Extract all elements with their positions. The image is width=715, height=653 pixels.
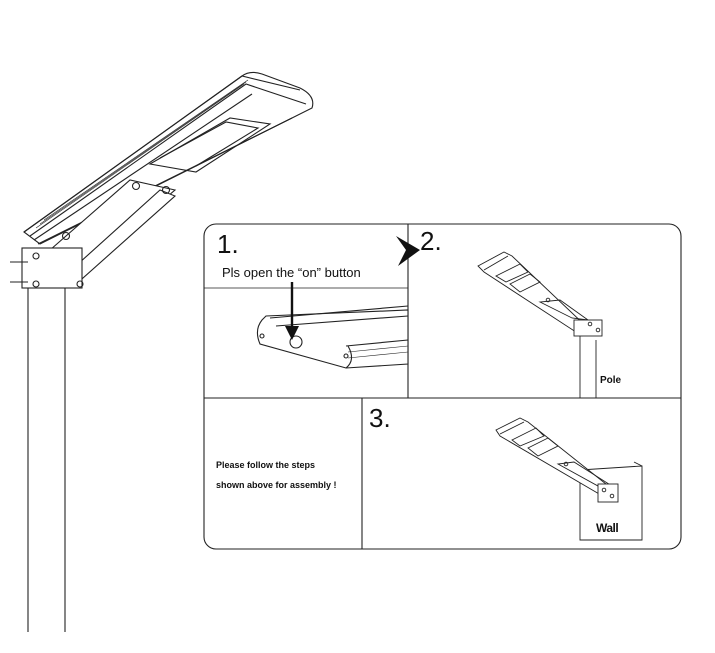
- step2-number: 2.: [420, 226, 442, 256]
- button-pointer-arrow-icon: [285, 282, 299, 340]
- assembly-note-line2: shown above for assembly !: [216, 480, 337, 490]
- wall-label: Wall: [596, 521, 619, 535]
- step3-wall-illustration: [495, 417, 643, 541]
- step-arrow-icon: [396, 236, 420, 266]
- step1-caption: Pls open the “on” button: [222, 265, 361, 280]
- step3-number: 3.: [369, 403, 391, 433]
- assembly-note-line1: Please follow the steps: [216, 460, 316, 470]
- step2-pole-illustration: [477, 251, 603, 398]
- step1-number: 1.: [217, 229, 239, 259]
- step1-lamp-closeup: [204, 287, 409, 369]
- large-street-light: [10, 71, 314, 632]
- pole-label: Pole: [600, 375, 622, 386]
